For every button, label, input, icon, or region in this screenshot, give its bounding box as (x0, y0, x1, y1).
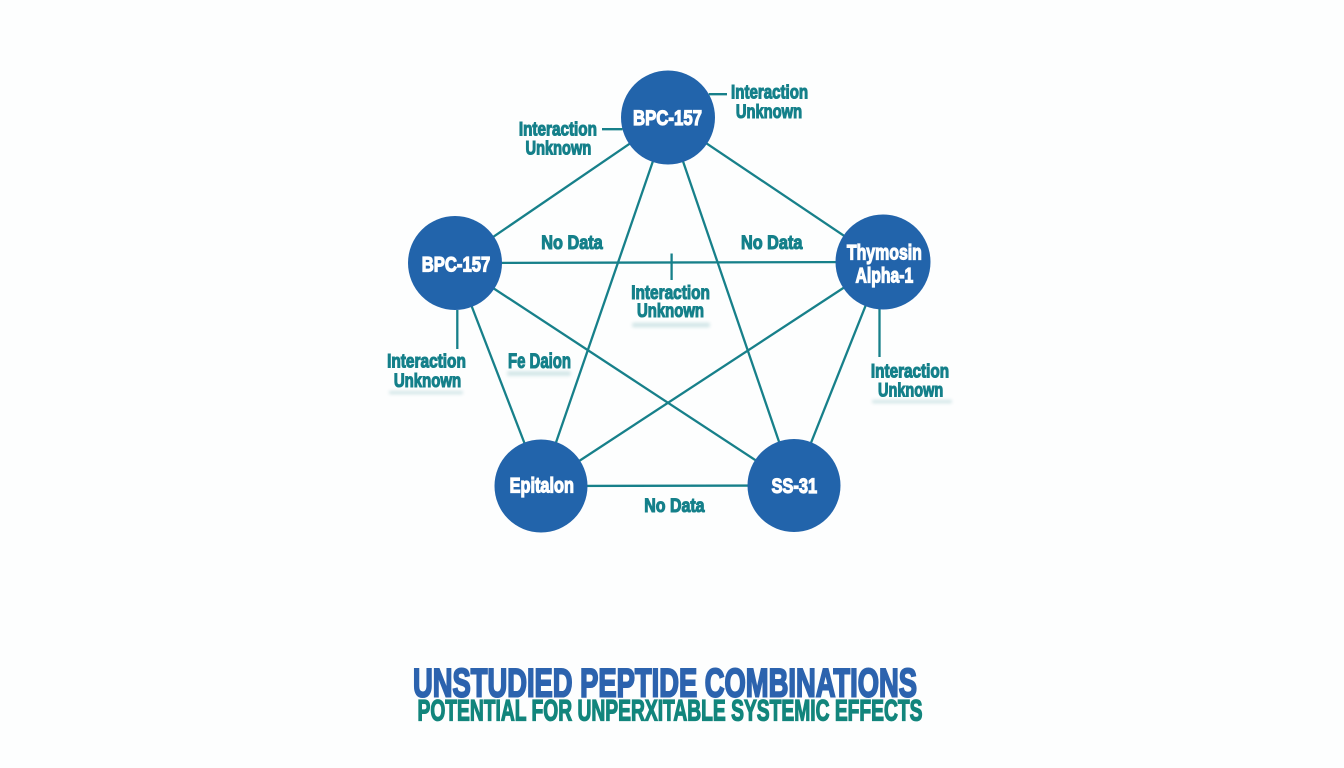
svg-text:Interaction: Interaction (519, 119, 597, 140)
svg-text:No Data: No Data (741, 233, 803, 254)
svg-text:No Data: No Data (541, 233, 603, 254)
svg-text:Interaction: Interaction (731, 83, 808, 104)
svg-text:Interaction: Interaction (871, 361, 949, 382)
svg-text:Epitalon: Epitalon (510, 475, 574, 498)
svg-text:Unknown: Unknown (526, 139, 592, 160)
svg-text:UNSTUDIED PEPTIDE COMBINATIONS: UNSTUDIED PEPTIDE COMBINATIONS (413, 662, 917, 706)
svg-text:BPC-157: BPC-157 (633, 107, 702, 130)
svg-text:Fe Daion: Fe Daion (508, 350, 571, 373)
svg-text:Interaction: Interaction (631, 283, 710, 304)
svg-text:Interaction: Interaction (387, 352, 466, 373)
svg-text:Unknown: Unknown (637, 301, 704, 322)
svg-text:Unknown: Unknown (736, 102, 802, 123)
svg-text:Alpha-1: Alpha-1 (856, 265, 914, 288)
svg-text:SS-31: SS-31 (771, 475, 817, 498)
svg-text:Unknown: Unknown (878, 380, 943, 401)
svg-text:Thymosin: Thymosin (847, 242, 922, 265)
svg-text:No Data: No Data (644, 496, 705, 517)
svg-text:Unknown: Unknown (394, 371, 461, 392)
svg-text:POTENTIAL FOR UNPERXITABLE SYS: POTENTIAL FOR UNPERXITABLE SYSTEMIC EFFE… (418, 695, 923, 728)
svg-text:BPC-157: BPC-157 (422, 254, 491, 277)
